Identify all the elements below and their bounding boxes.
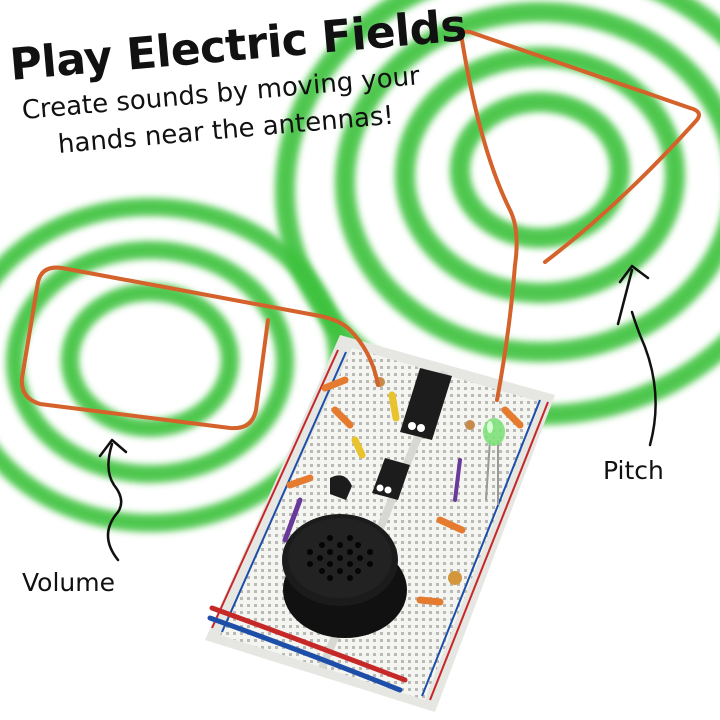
volume-label: Volume [22, 568, 115, 597]
jumper-wires [207, 458, 462, 693]
transistor [330, 475, 352, 500]
small-components [286, 376, 524, 606]
pitch-label: Pitch [603, 456, 664, 485]
volume-arrow [98, 438, 128, 562]
pitch-antenna-wire [459, 29, 701, 402]
pitch-arrow [616, 264, 657, 447]
volume-antenna-wire [19, 265, 380, 431]
ic-chip-small [372, 458, 410, 500]
ic-chip-large [400, 368, 452, 440]
speaker [282, 514, 407, 638]
led [483, 418, 505, 505]
